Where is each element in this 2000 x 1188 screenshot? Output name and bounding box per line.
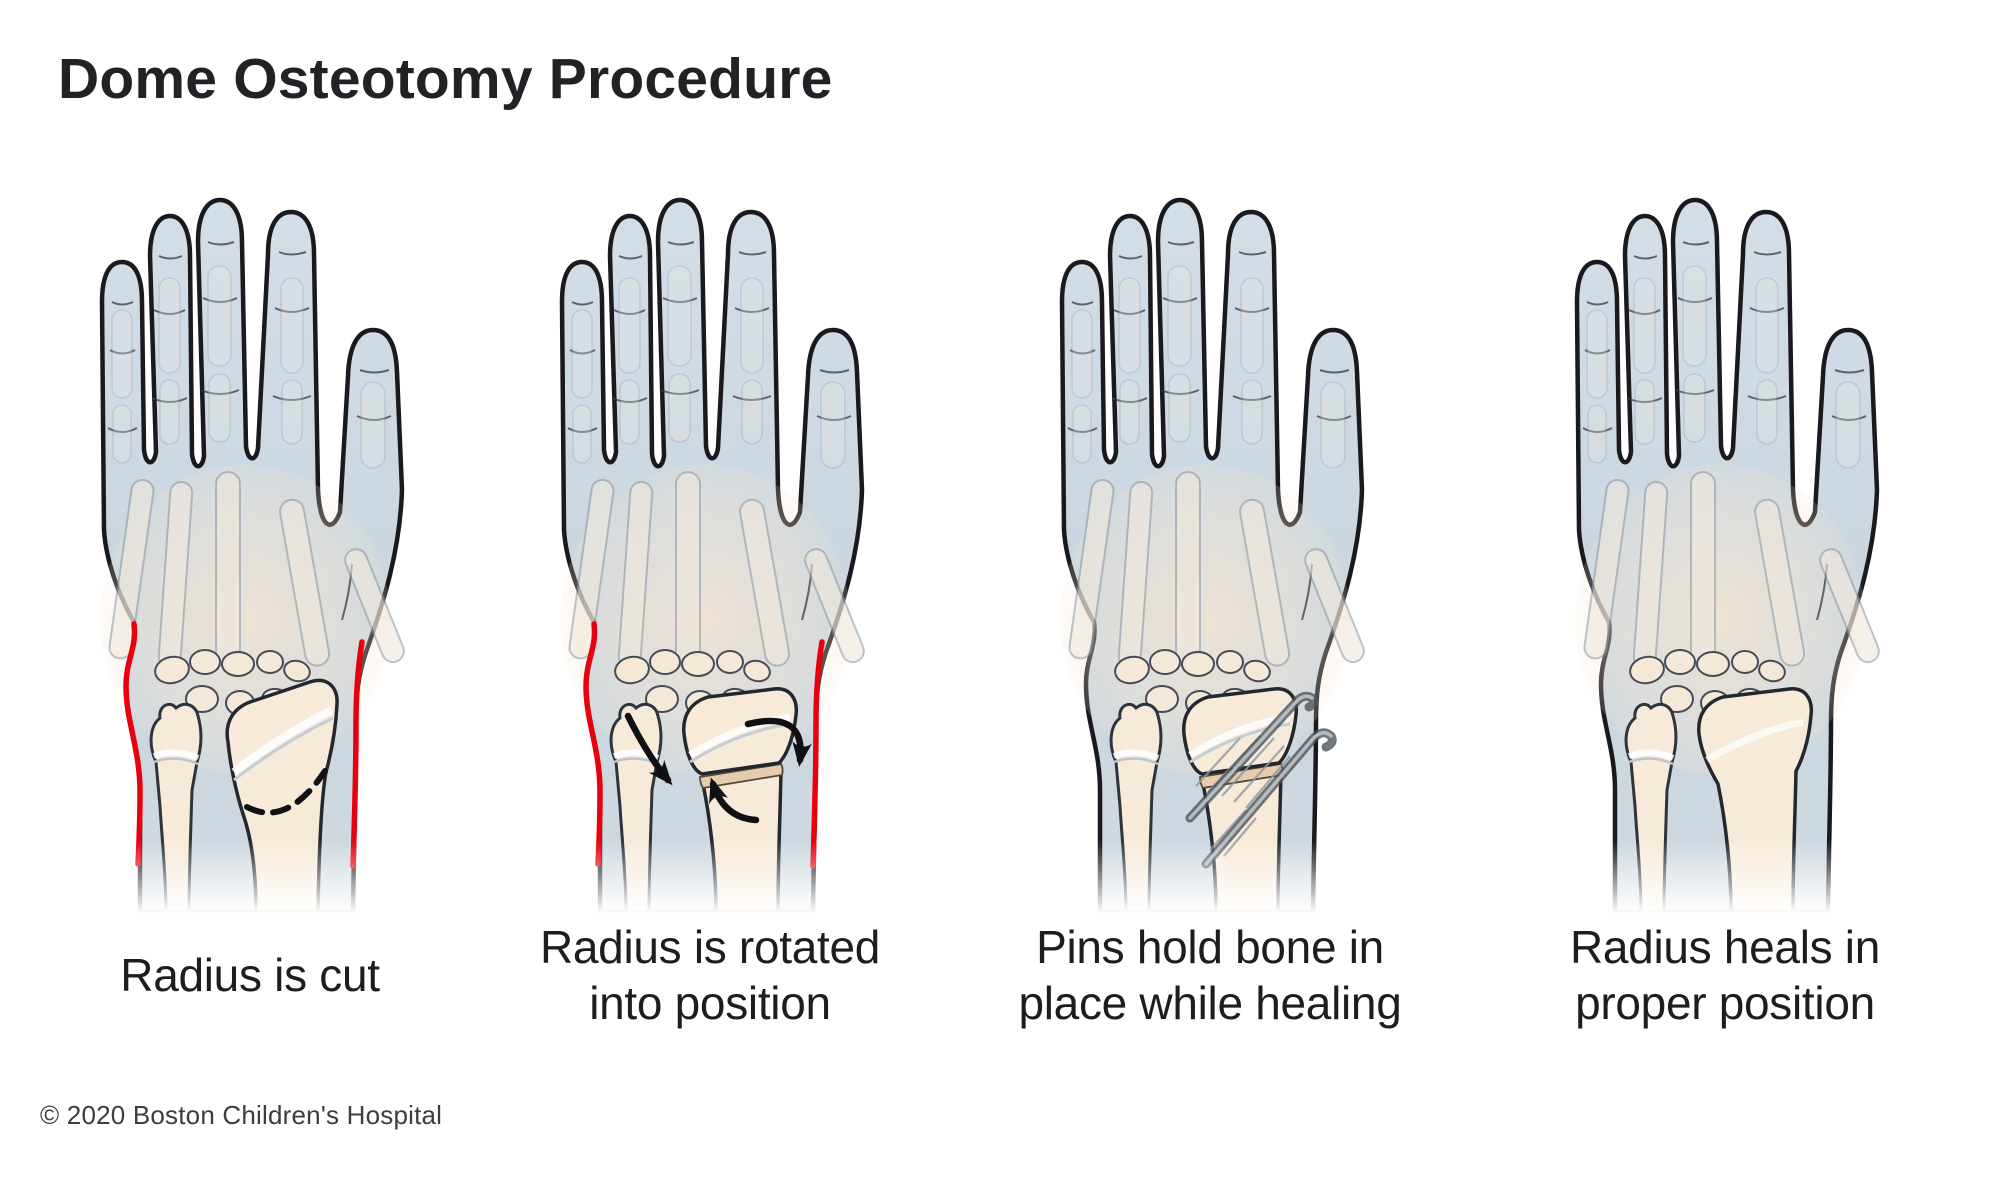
caption-line: proper position: [1575, 977, 1875, 1029]
panel-caption-radius-cut: Radius is cut: [0, 916, 510, 1034]
panel-caption-radius-rotated: Radius is rotated into position: [450, 916, 970, 1034]
panel-caption-pins: Pins hold bone in place while healing: [950, 916, 1470, 1034]
hand-illustration-pins: [1050, 150, 1390, 930]
fixation-pin-highlight: [1188, 694, 1314, 820]
caption-line: Pins hold bone in: [1036, 921, 1384, 973]
dashed-dome-cut-line: [244, 768, 328, 816]
caption-line: place while healing: [1018, 977, 1402, 1029]
rotation-arrow: [624, 712, 673, 786]
caption-line: Radius is rotated: [539, 921, 881, 973]
hand-illustration-healed: [1565, 150, 1905, 930]
caption-line: Radius is cut: [120, 949, 380, 1001]
radius-head: [684, 689, 797, 774]
hand-illustration-radius-cut: [90, 150, 430, 930]
caption-line: into position: [589, 977, 831, 1029]
page-title: Dome Osteotomy Procedure: [58, 47, 833, 111]
caption-line: Radius heals in: [1569, 921, 1881, 973]
rotation-arrows: [624, 712, 813, 824]
copyright-notice: © 2020 Boston Children's Hospital: [40, 1100, 443, 1130]
panel-caption-healed: Radius heals in proper position: [1465, 916, 1985, 1034]
rotation-arrow: [744, 717, 813, 767]
hand-illustration-radius-rotated: [550, 150, 890, 930]
fixation-pin-highlight: [1204, 731, 1333, 866]
fixation-pins: [1185, 691, 1337, 869]
rotation-arrow: [709, 777, 760, 824]
